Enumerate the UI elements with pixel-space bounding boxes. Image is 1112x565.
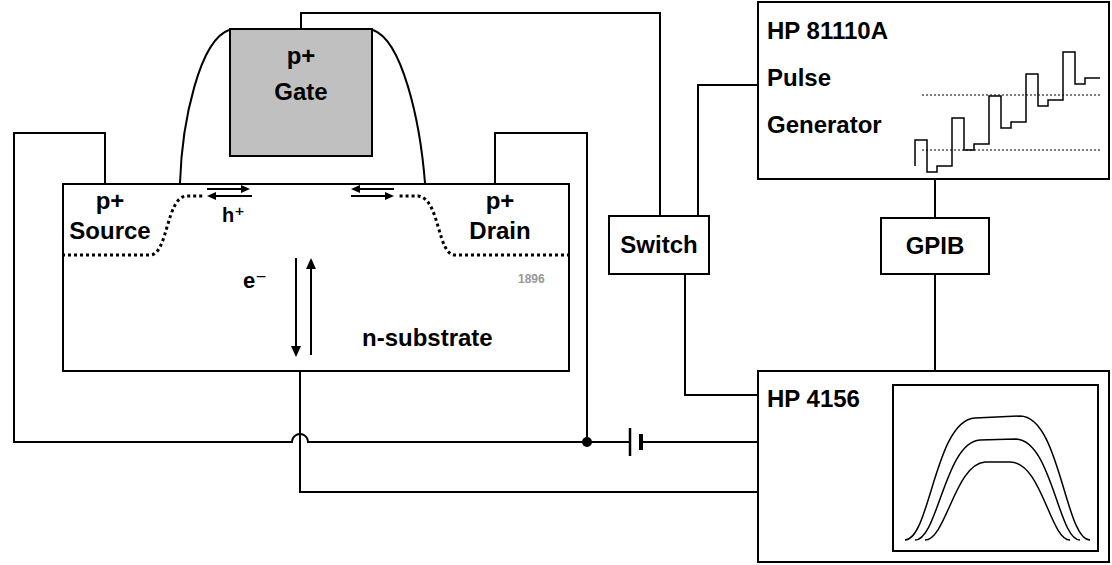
arrow-head [207,192,216,200]
gate-box: p+ Gate [229,28,373,157]
wire [934,275,936,370]
arrow-head [385,192,394,200]
source-region: p+ Source [62,183,158,253]
hole-arrow [351,195,387,197]
wire [698,85,757,215]
switch-box: Switch [608,215,710,275]
wire [300,372,757,492]
battery-symbol [629,428,632,456]
arrow-head [291,346,301,357]
node-text: HP 4156 [767,384,860,414]
battery-gap [631,430,640,454]
gpib-box: GPIB [880,217,990,275]
measured-curve [915,439,1080,540]
hole-arrow [358,188,394,190]
analyzer-box: HP 4156 [757,370,1110,563]
drain-region: p+ Drain [455,183,545,253]
level-line [922,150,1100,151]
arrow-head [306,258,316,269]
analyzer-screen [893,385,1098,551]
arrow-head [241,185,250,193]
measured-curve [925,462,1070,540]
node-text: Switch [620,230,697,260]
wire [685,275,757,395]
pulse-generator-box: HP 81110A Pulse Generator [757,1,1110,180]
watermark-text: 1896 [518,272,545,286]
electron-arrow [295,258,297,348]
arrow-head [351,185,360,193]
wire [495,133,757,442]
wire [934,180,936,217]
hole-arrow [207,188,243,190]
battery-symbol [639,434,643,450]
junction-dot [582,437,592,447]
node-text: p+ Gate [269,38,333,110]
pulse-waveform [915,52,1100,172]
carrier-label: h⁺ [222,203,245,227]
node-text: p+ Source [64,186,156,246]
hole-arrow [214,195,252,197]
carrier-label: e⁻ [243,268,267,294]
node-text: GPIB [906,231,965,261]
node-text: HP 81110A Pulse Generator [767,7,917,148]
wire [14,133,757,442]
gate-spacer [180,30,229,183]
electron-arrow [310,266,312,355]
gate-spacer [373,30,425,183]
node-text: p+ Drain [460,186,540,246]
measured-curve [905,416,1090,540]
substrate-box: n-substrate p+ Source p+ Drain [62,183,570,372]
node-text: n-substrate [362,323,493,353]
level-line [922,95,1100,96]
